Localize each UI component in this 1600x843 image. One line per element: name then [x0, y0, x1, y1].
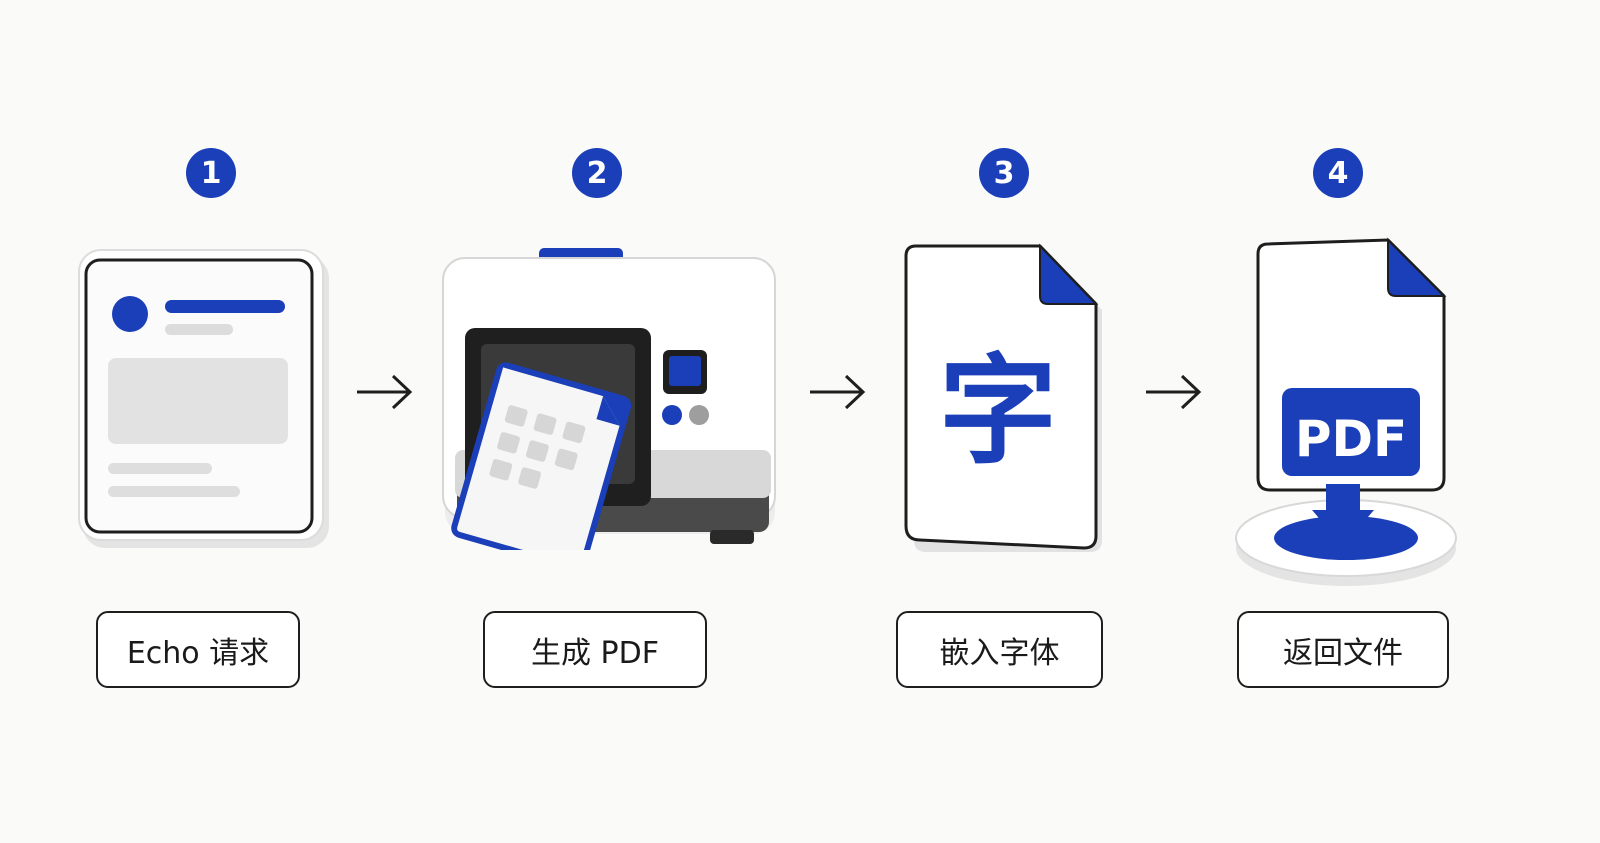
- step-4-number-badge: 4: [1313, 148, 1363, 198]
- step-2-label: 生成 PDF: [483, 611, 707, 688]
- step-2-number-badge: 2: [572, 148, 622, 198]
- pdf-badge-text: PDF: [1295, 410, 1407, 468]
- step-3-label: 嵌入字体: [896, 611, 1103, 688]
- printer-icon: [442, 248, 776, 550]
- arrow-right-icon: [810, 374, 866, 410]
- font-file-icon: 字: [904, 243, 1102, 552]
- request-card-icon: [78, 249, 329, 548]
- arrow-right-icon: [357, 374, 413, 410]
- step-3-number-badge: 3: [979, 148, 1029, 198]
- step-1-label: Echo 请求: [96, 611, 300, 688]
- step-4-label: 返回文件: [1237, 611, 1449, 688]
- font-glyph: 字: [939, 342, 1057, 480]
- arrow-right-icon: [1146, 374, 1202, 410]
- pdf-download-icon: PDF: [1235, 237, 1457, 586]
- step-1-number-badge: 1: [186, 148, 236, 198]
